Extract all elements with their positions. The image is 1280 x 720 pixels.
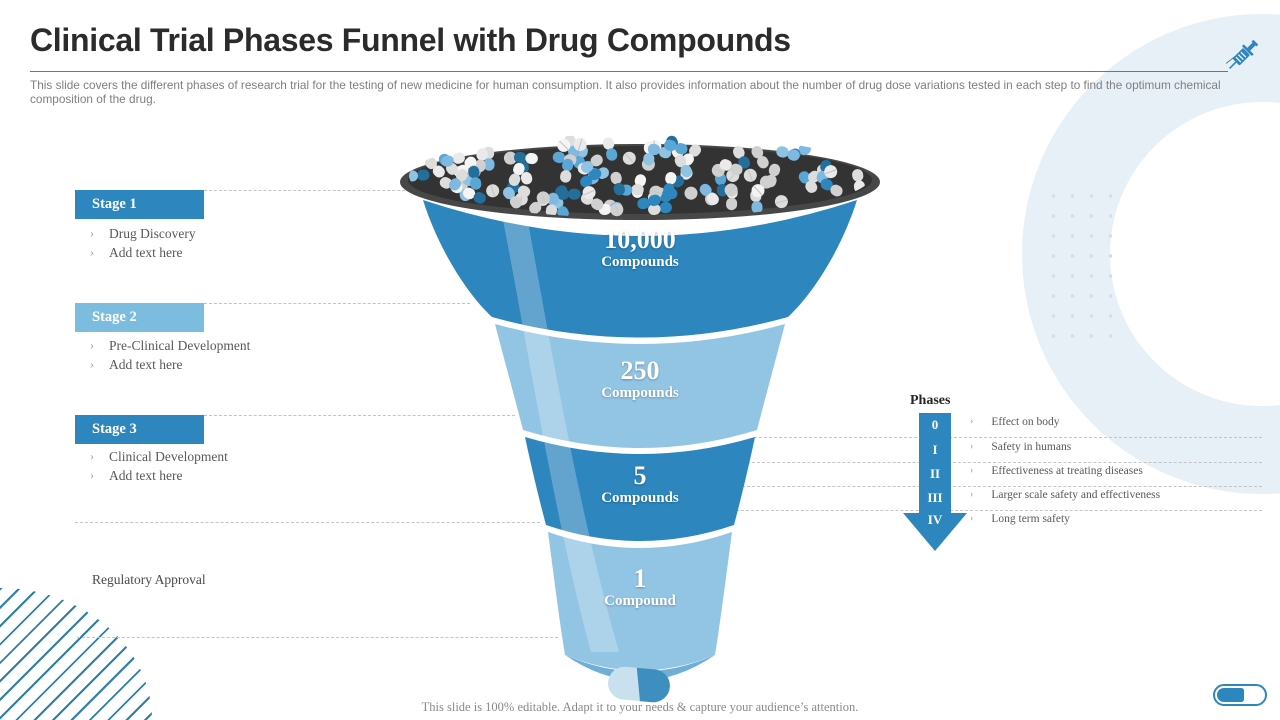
list-item: › Clinical Development (90, 447, 228, 466)
phase-numeral: 0 (931, 417, 939, 432)
chevron-right-icon: › (970, 465, 974, 476)
stage-2-list: › Pre-Clinical Development › Add text here (90, 336, 250, 374)
slide-description: This slide covers the different phases o… (30, 78, 1221, 106)
list-item: › Pre-Clinical Development (90, 336, 250, 355)
stage-3-list: › Clinical Development › Add text here (90, 447, 228, 485)
chevron-right-icon: › (970, 489, 974, 500)
stage-1-list: › Drug Discovery › Add text here (90, 224, 196, 262)
chevron-right-icon: › (90, 338, 94, 352)
chevron-right-icon: › (90, 468, 94, 482)
regulatory-approval-label: Regulatory Approval (92, 572, 206, 587)
chevron-right-icon: › (90, 245, 94, 259)
stage-1-header: Stage 1 (75, 190, 204, 219)
phase-separator-dash-4 (736, 510, 1262, 511)
pill-toggle-knob (1217, 688, 1244, 702)
list-item-label: Add text here (109, 245, 183, 260)
dot-grid-decoration (1044, 186, 1122, 342)
page-title: Clinical Trial Phases Funnel with Drug C… (30, 22, 791, 58)
chevron-right-icon: › (970, 441, 974, 452)
phase-numeral: I (932, 442, 938, 457)
connector-dash-stage3 (204, 415, 515, 416)
funnel-section-2 (495, 324, 785, 448)
funnel-level-1-label: 10,000 Compounds (465, 226, 815, 271)
phase-numeral: II (929, 466, 941, 481)
funnel-section-3 (525, 437, 755, 541)
phase-separator-dash-2 (747, 462, 1262, 463)
funnel-section-1 (423, 200, 857, 338)
funnel-level-unit: Compounds (601, 254, 679, 270)
list-item-label: Add text here (109, 468, 183, 483)
funnel-level-2-label: 250 Compounds (465, 357, 815, 402)
pill-toggle-icon[interactable] (1213, 684, 1267, 706)
list-item-label: Clinical Development (109, 449, 228, 464)
list-item-label: Pre-Clinical Development (109, 338, 251, 353)
funnel-level-4-label: 1 Compound (465, 565, 815, 610)
pill-heap (409, 134, 866, 218)
phase-row: › Larger scale safety and effectiveness (970, 489, 1270, 501)
chevron-right-icon: › (970, 513, 974, 524)
phase-numeral: III (927, 490, 943, 505)
funnel-level-unit: Compounds (601, 490, 679, 506)
funnel-level-value: 5 (633, 461, 647, 490)
capsule-pill-icon (606, 665, 672, 704)
phase-label: Larger scale safety and effectiveness (991, 489, 1161, 501)
phase-row: › Effect on body (970, 416, 1270, 428)
stage-2-header: Stage 2 (75, 303, 204, 332)
chevron-right-icon: › (90, 226, 94, 240)
connector-dash-stage2 (204, 303, 470, 304)
phase-row: › Safety in humans (970, 441, 1270, 453)
phase-row: › Effectiveness at treating diseases (970, 465, 1270, 477)
funnel-level-3-label: 5 Compounds (465, 462, 815, 507)
connector-dash-regulatory (75, 522, 540, 523)
funnel-level-value: 1 (633, 564, 647, 593)
list-item: › Add text here (90, 466, 228, 485)
list-item-label: Drug Discovery (109, 226, 196, 241)
phase-numeral: IV (927, 512, 943, 527)
title-underline (30, 71, 1228, 72)
phase-label: Effectiveness at treating diseases (991, 465, 1143, 477)
phase-separator-dash-3 (742, 486, 1262, 487)
list-item-label: Add text here (109, 357, 183, 372)
funnel-tip-shadow (565, 655, 715, 681)
phase-label: Safety in humans (991, 441, 1072, 453)
phases-title: Phases (910, 393, 951, 408)
list-item: › Add text here (90, 243, 196, 262)
stage-3-header: Stage 3 (75, 415, 204, 444)
list-item: › Drug Discovery (90, 224, 196, 243)
syringe-icon (1228, 39, 1259, 70)
footer-note: This slide is 100% editable. Adapt it to… (421, 700, 859, 714)
phase-label: Long term safety (991, 513, 1070, 525)
list-item: › Add text here (90, 355, 250, 374)
chevron-right-icon: › (970, 416, 974, 427)
connector-dash-funnel-bottom (77, 637, 558, 638)
phase-label: Effect on body (991, 416, 1060, 428)
funnel-level-value: 250 (620, 356, 660, 385)
funnel-level-unit: Compounds (601, 385, 679, 401)
phases-down-arrow (903, 413, 967, 551)
funnel-level-unit: Compound (604, 593, 676, 609)
phase-row: › Long term safety (970, 513, 1270, 525)
funnel-graphic (400, 134, 880, 704)
funnel-section-4 (548, 532, 732, 671)
funnel-level-value: 10,000 (604, 225, 676, 254)
chevron-right-icon: › (90, 449, 94, 463)
chevron-right-icon: › (90, 357, 94, 371)
connector-dash-stage1 (204, 190, 415, 191)
phase-separator-dash-1 (754, 437, 1262, 438)
